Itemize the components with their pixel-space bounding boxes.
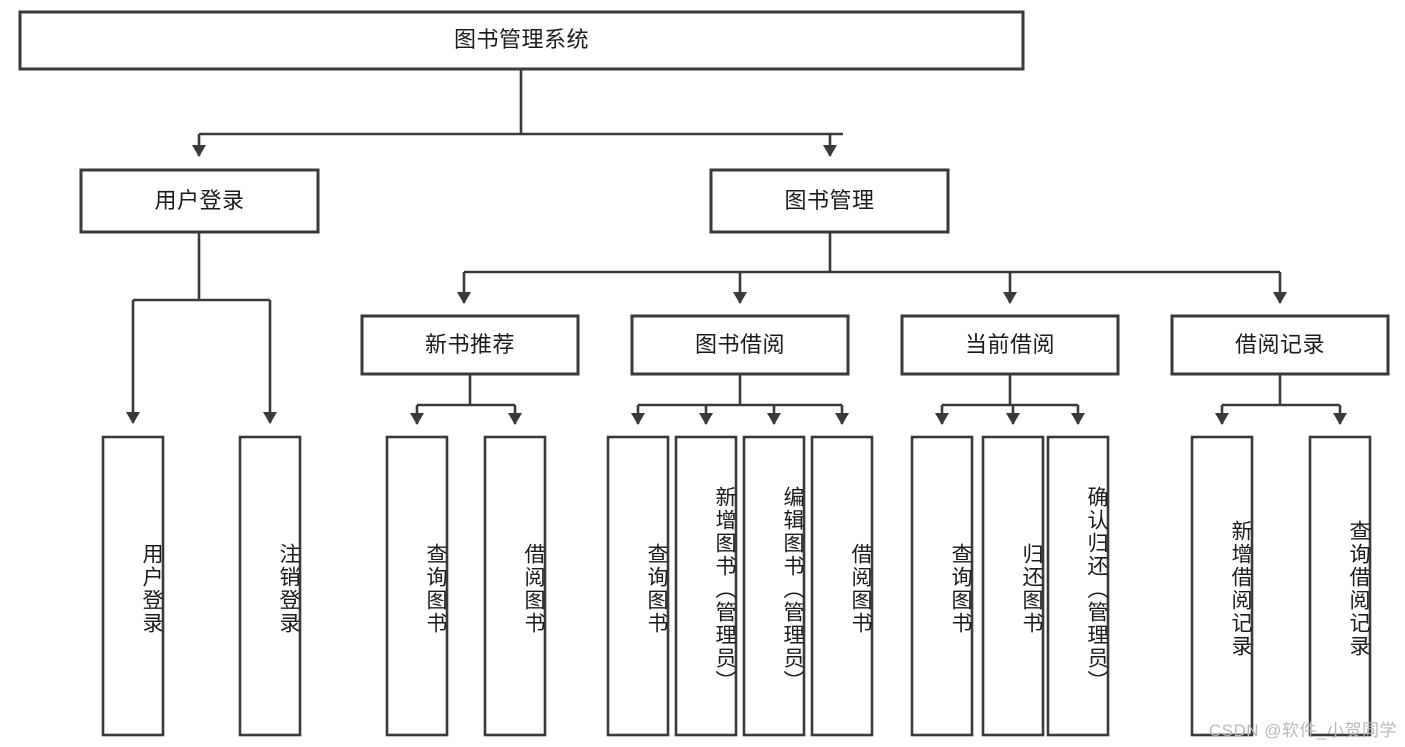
node-book-borrow[interactable] (632, 316, 848, 374)
node-box-leaf-add-book[interactable] (674, 435, 738, 737)
node-box-leaf-confirm-return[interactable] (1046, 435, 1110, 737)
node-box-book-manage[interactable] (709, 168, 950, 234)
node-box-leaf-query-record[interactable] (1308, 435, 1372, 737)
node-box-leaf-query-book-3[interactable] (910, 435, 974, 737)
connector-group-user-login (126, 232, 277, 424)
node-leaf-borrow-book-2[interactable] (812, 437, 872, 735)
node-box-leaf-edit-book[interactable] (742, 435, 806, 737)
node-leaf-edit-book[interactable] (744, 437, 804, 735)
node-box-root[interactable] (18, 10, 1025, 71)
connector-group-root (192, 69, 843, 157)
node-leaf-return-book[interactable] (983, 437, 1043, 735)
node-leaf-query-book-1[interactable] (387, 437, 447, 735)
node-user-login[interactable] (81, 170, 318, 232)
node-box-user-login[interactable] (79, 168, 320, 234)
node-leaf-user-logout[interactable] (240, 437, 300, 735)
connector-group-borrow-record (1215, 374, 1347, 425)
node-box-leaf-query-book-1[interactable] (385, 435, 449, 737)
node-box-book-borrow[interactable] (630, 314, 850, 376)
node-leaf-query-book-3[interactable] (912, 437, 972, 735)
connector-group-current-borrow (935, 374, 1085, 425)
node-leaf-borrow-book-1[interactable] (485, 437, 545, 735)
node-leaf-user-login[interactable] (103, 437, 163, 735)
node-new-book-rec[interactable] (362, 316, 578, 374)
node-box-leaf-query-book-2[interactable] (606, 435, 670, 737)
connector-group-book-borrow (631, 374, 849, 425)
node-box-leaf-borrow-book-2[interactable] (810, 435, 874, 737)
node-box-leaf-borrow-book-1[interactable] (483, 435, 547, 737)
node-boxes (18, 10, 1390, 737)
node-book-manage[interactable] (711, 170, 948, 232)
node-box-borrow-record[interactable] (1170, 314, 1390, 376)
node-root[interactable] (20, 12, 1023, 69)
node-leaf-query-book-2[interactable] (608, 437, 668, 735)
node-box-leaf-user-logout[interactable] (238, 435, 302, 737)
connector-group-new-book-rec (410, 374, 522, 425)
node-box-leaf-return-book[interactable] (981, 435, 1045, 737)
node-box-leaf-user-login[interactable] (101, 435, 165, 737)
node-leaf-add-book[interactable] (676, 437, 736, 735)
node-current-borrow[interactable] (902, 316, 1118, 374)
node-borrow-record[interactable] (1172, 316, 1388, 374)
node-leaf-query-record[interactable] (1310, 437, 1370, 735)
node-box-leaf-add-record[interactable] (1190, 435, 1254, 737)
node-leaf-add-record[interactable] (1192, 437, 1252, 735)
node-box-current-borrow[interactable] (900, 314, 1120, 376)
node-leaf-confirm-return[interactable] (1048, 437, 1108, 735)
connector-group-book-manage (457, 232, 1287, 304)
node-box-new-book-rec[interactable] (360, 314, 580, 376)
